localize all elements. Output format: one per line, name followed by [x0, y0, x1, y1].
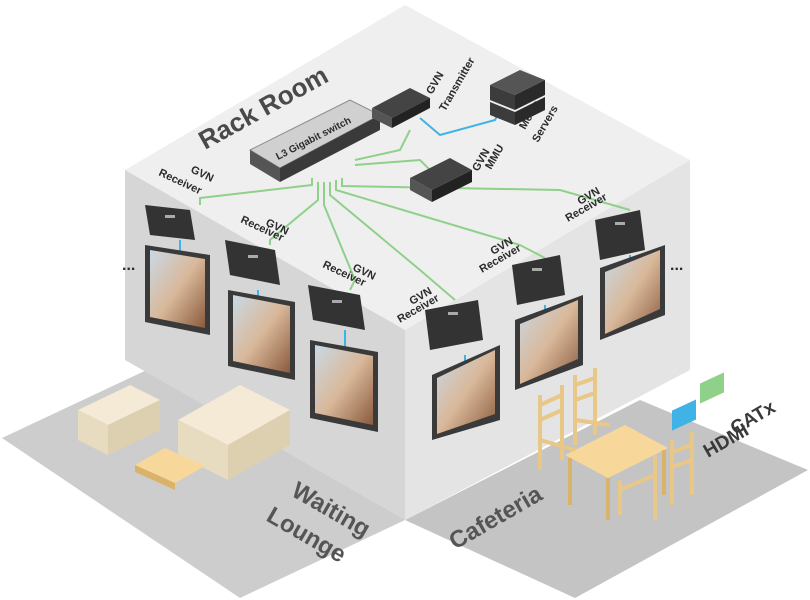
armchair — [78, 385, 160, 455]
receiver-left-3 — [308, 285, 365, 330]
gvn-mmu — [410, 158, 472, 202]
coffee-table — [135, 448, 205, 490]
gvn-transmitter — [372, 88, 430, 128]
chair-2 — [573, 368, 611, 445]
chair-1 — [538, 385, 576, 470]
legend-catx-swatch — [700, 372, 724, 404]
legend-hdmi-swatch — [672, 399, 696, 431]
receiver-right-2 — [512, 255, 565, 305]
receiver-right-1 — [425, 300, 483, 350]
receiver-left-2 — [225, 240, 280, 285]
chair-4 — [670, 432, 694, 505]
tv-left-3 — [310, 340, 378, 432]
tv-left-1 — [145, 245, 210, 335]
sofa — [178, 385, 290, 480]
tv-left-2 — [228, 290, 295, 380]
tv-right-2 — [515, 295, 583, 390]
right-ellipsis: ... — [670, 257, 683, 274]
chair-3 — [618, 455, 657, 520]
tv-right-1 — [432, 345, 500, 440]
left-ellipsis: ... — [122, 257, 135, 274]
receiver-left-1 — [145, 205, 195, 240]
media-servers — [490, 70, 545, 125]
receiver-right-3 — [595, 210, 645, 260]
tv-right-3 — [600, 245, 665, 340]
dining-table — [565, 425, 668, 520]
